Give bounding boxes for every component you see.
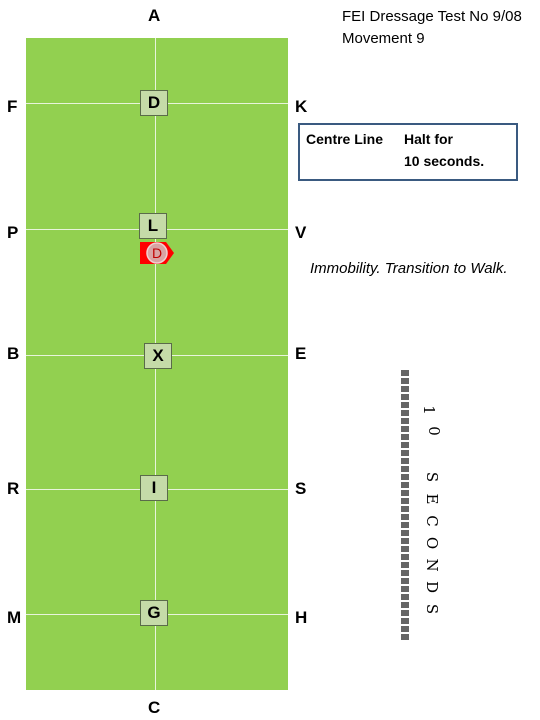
letter-s: S xyxy=(295,479,307,498)
title-line-1: FEI Dressage Test No 9/08 xyxy=(342,8,522,25)
letter-m: M xyxy=(7,608,22,627)
instruction-box: Centre Line Halt for 10 seconds. xyxy=(298,123,518,181)
letter-r: R xyxy=(7,479,20,498)
marker-l: L xyxy=(139,213,167,239)
letter-a: A xyxy=(148,6,161,25)
horse-rider-icon: D xyxy=(140,242,174,264)
test-title: FEI Dressage Test No 9/08 Movement 9 xyxy=(342,6,522,50)
letter-h: H xyxy=(295,608,308,627)
letter-c: C xyxy=(148,698,161,717)
letter-f: F xyxy=(7,97,18,116)
marker-i: I xyxy=(140,475,168,501)
action-line-1: Halt for xyxy=(404,131,453,147)
movement-note: Immobility. Transition to Walk. xyxy=(310,260,508,277)
marker-g: G xyxy=(140,600,168,626)
movement-label: Centre Line xyxy=(306,131,384,147)
timer-char: S xyxy=(423,603,441,615)
marker-d: D xyxy=(140,90,168,116)
timer-label: 1 0 S E C O N D S xyxy=(414,402,443,620)
rider-label: D xyxy=(152,245,162,261)
letter-k: K xyxy=(295,97,308,116)
letter-p: P xyxy=(7,223,19,242)
title-line-2: Movement 9 xyxy=(342,30,425,47)
timer-bar xyxy=(401,370,409,642)
letter-b: B xyxy=(7,344,20,363)
rider-marker: D xyxy=(140,242,174,264)
letter-v: V xyxy=(295,223,307,242)
letter-e: E xyxy=(295,344,307,363)
marker-x: X xyxy=(144,343,172,369)
action-line-2: 10 seconds. xyxy=(404,153,485,169)
